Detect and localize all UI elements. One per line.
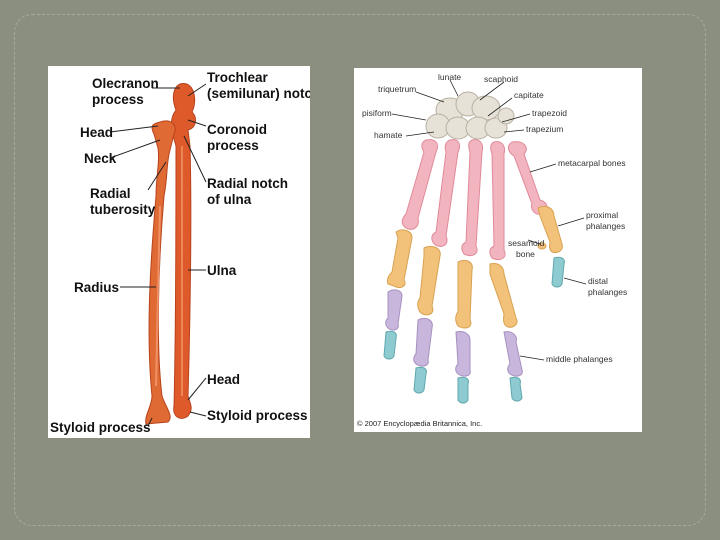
label-trochlear-2: (semilunar) notch [207, 86, 310, 101]
label-metacarpal: metacarpal bones [558, 158, 626, 168]
label-head-bottom: Head [207, 372, 240, 387]
label-trapezium: trapezium [526, 124, 563, 134]
label-radial-notch-2: of ulna [207, 192, 252, 207]
carpal-bones [426, 92, 514, 139]
label-sesamoid-2: bone [516, 249, 535, 259]
label-coronoid-2: process [207, 138, 259, 153]
label-radial-tuberosity-2: tuberosity [90, 202, 156, 217]
label-capitate: capitate [514, 90, 544, 100]
label-radial-notch-1: Radial notch [207, 176, 288, 191]
label-trochlear-1: Trochlear [207, 70, 269, 85]
label-styloid-right: Styloid process [207, 408, 308, 423]
label-trapezoid: trapezoid [532, 108, 567, 118]
label-middle-phalanges: middle phalanges [546, 354, 613, 364]
label-lunate: lunate [438, 72, 461, 82]
hand-svg: lunate scaphoid triquetrum capitate pisi… [354, 68, 642, 432]
forearm-svg: Olecranon process Trochlear (semilunar) … [48, 66, 310, 438]
label-coronoid-1: Coronoid [207, 122, 267, 137]
label-styloid-left: Styloid process [50, 420, 151, 435]
label-distal-1: distal [588, 276, 608, 286]
label-proximal-1: proximal [586, 210, 618, 220]
distal-phalanges [384, 257, 564, 403]
label-sesamoid-1: sesamoid [508, 238, 545, 248]
forearm-diagram: Olecranon process Trochlear (semilunar) … [48, 66, 310, 438]
hand-diagram: lunate scaphoid triquetrum capitate pisi… [354, 68, 642, 432]
ulna-bone [171, 83, 195, 418]
label-hamate: hamate [374, 130, 403, 140]
label-olecranon-2: process [92, 92, 144, 107]
label-head-top: Head [80, 125, 113, 140]
label-scaphoid: scaphoid [484, 74, 518, 84]
label-olecranon-1: Olecranon [92, 76, 159, 91]
label-proximal-2: phalanges [586, 221, 625, 231]
label-neck: Neck [84, 151, 117, 166]
label-triquetrum: triquetrum [378, 84, 416, 94]
label-radial-tuberosity-1: Radial [90, 186, 131, 201]
label-pisiform: pisiform [362, 108, 392, 118]
label-radius: Radius [74, 280, 119, 295]
label-ulna: Ulna [207, 263, 237, 278]
copyright-text: © 2007 Encyclopædia Britannica, Inc. [357, 419, 482, 428]
radius-bone [146, 121, 176, 424]
label-distal-2: phalanges [588, 287, 627, 297]
